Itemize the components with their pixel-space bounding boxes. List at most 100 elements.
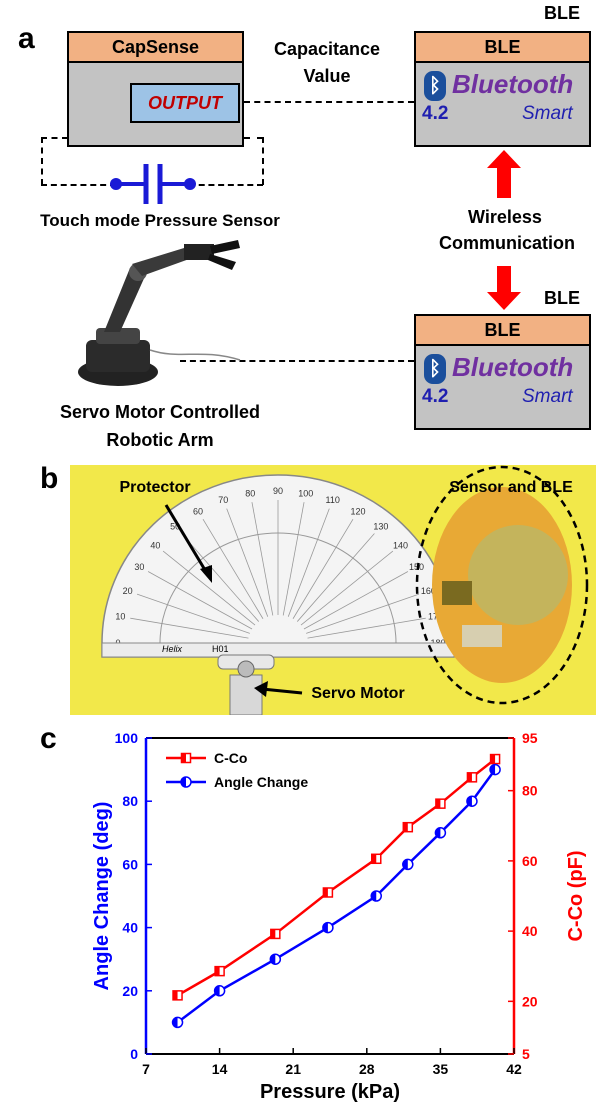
capacitor-icon [110,164,196,204]
bt-version: 4.2 [422,103,449,124]
bluetooth-icon-2: ᛒ [424,354,446,384]
protractor-line [147,571,253,630]
robotic-arm-image [78,240,241,386]
y2-tick-label: 80 [522,783,538,799]
arm-label-line1: Servo Motor Controlled [59,402,260,422]
y2-tick-label: 95 [522,730,538,746]
data-point-half [215,966,220,976]
x-tick-label: 14 [212,1061,228,1077]
bluetooth-icon: ᛒ [424,71,446,101]
protractor-line [162,550,256,626]
protractor-line [130,617,249,639]
y2-tick-label: 60 [522,853,538,869]
protractor-line [303,571,409,630]
y2-tick-label: 5 [522,1046,530,1062]
servo-motor-label: Servo Motor [311,685,405,702]
sensor-ble-label: Sensor and BLE [449,479,573,496]
protector-label: Protector [119,479,191,496]
protractor-line [306,593,420,634]
protractor-tick-label: 160 [421,586,436,596]
protractor-line [300,550,394,626]
capsense-box: CapSense OUTPUT [67,31,244,147]
smart-word: Smart [522,103,573,124]
protractor-model: H01 [212,644,229,654]
ble-top-box: BLE ᛒ Bluetooth 4.2 Smart [414,31,591,147]
smart-word-2: Smart [522,386,573,407]
ble-bottom-header: BLE [416,316,589,346]
protractor-line [287,508,330,617]
bt-version-2: 4.2 [422,386,449,407]
output-label: OUTPUT [148,92,222,113]
protractor-tick-label: 10 [115,612,125,622]
legend-marker-half [181,753,186,763]
sensor-wire-top-right [244,137,263,139]
x-tick-label: 7 [142,1061,150,1077]
protractor-line [251,502,274,616]
protractor-tick-label: 90 [273,486,283,496]
x-tick-label: 28 [359,1061,375,1077]
protractor-tick-label: 170 [428,612,443,622]
data-point-half [270,929,276,939]
series-line-1 [176,758,496,997]
sensor-wire-bottom-right [189,184,263,186]
y2-tick-label: 40 [522,923,538,939]
wireless-label-line2: Communication [438,233,575,253]
panel-c-letter: c [40,722,57,755]
y-tick-label: 20 [122,983,138,999]
bluetooth-word-2: Bluetooth [452,352,574,382]
sensor-wire-bottom-left [41,184,116,186]
protractor-tick-label: 100 [298,488,313,498]
sensor-wire-top-left [41,137,68,139]
protractor-line [202,518,264,619]
x-tick-label: 42 [506,1061,522,1077]
ble-bottom-box: BLE ᛒ Bluetooth 4.2 Smart [414,314,591,430]
sensor-label: Touch mode Pressure Sensor [40,211,280,230]
data-point-half [214,985,220,996]
legend-label: C-Co [214,750,247,766]
data-point-half [173,990,178,1000]
protractor-tick-label: 50 [170,522,180,532]
capsense-title: CapSense [69,33,242,63]
data-point-half [403,822,408,832]
protractor-brand: Helix [162,644,183,654]
protractor-line [296,533,375,622]
protractor-tick-label: 80 [245,488,255,498]
data-point-half [322,922,328,933]
data-point-half [490,764,496,775]
data-point-half [466,796,472,807]
ble-top-header: BLE [416,33,589,63]
protractor-tick-label: 40 [150,540,160,550]
x-axis-label: Pressure (kPa) [260,1081,400,1103]
arm-label-line2: Robotic Arm [106,430,214,450]
protractor-tick-label: 140 [393,540,408,550]
wireless-label-line1: Wireless [468,207,542,227]
data-point-half [435,799,441,809]
sensor-wire-right [262,137,264,185]
capacitance-label-line1: Capacitance [273,39,381,59]
output-box: OUTPUT [130,83,240,123]
protractor-line [307,617,426,639]
y-tick-label: 60 [122,856,138,872]
panel-a-letter: a [18,22,35,55]
y-tick-label: 100 [115,730,139,746]
protractor-tick-label: 150 [409,562,424,572]
protractor-tick-label: 70 [218,495,228,505]
ble-bottom-corner-label: BLE [544,288,580,308]
data-point-half [402,859,408,870]
protractor-tick-label: 30 [134,562,144,572]
x-tick-label: 35 [433,1061,449,1077]
bluetooth-word: Bluetooth [452,69,574,99]
legend-label: Angle Change [214,774,308,790]
protractor-line [226,508,269,617]
protractor-tick-label: 60 [193,506,203,516]
data-point-half [371,891,377,901]
y2-tick-label: 20 [522,993,538,1009]
data-point-half [323,887,328,897]
data-point-half [467,772,472,782]
y2-axis-label: C-Co (pF) [565,850,587,941]
protractor-tick-label: 120 [350,506,365,516]
protractor-tick-label: 130 [373,522,388,532]
legend-marker-half [181,777,186,787]
arm-to-ble-line [180,360,414,362]
